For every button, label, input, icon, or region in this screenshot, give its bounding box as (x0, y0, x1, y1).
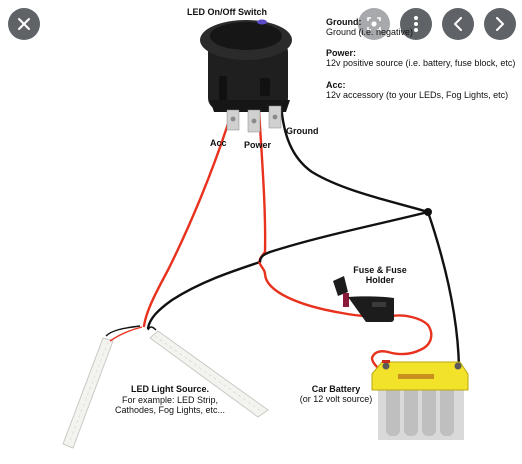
led-source-line1: For example: LED Strip, (121, 395, 219, 405)
legend-acc-desc: 12v accessory (to your LEDs, Fog Lights,… (326, 90, 509, 100)
legend-power-desc: 12v positive source (i.e. battery, fuse … (326, 58, 516, 68)
terminal-acc-label: Acc (210, 138, 227, 148)
wire-crossing (258, 250, 271, 263)
chevron-right-icon (496, 17, 505, 31)
fuse-holder (333, 276, 394, 322)
legend-power-heading: Power: (326, 48, 357, 58)
legend-ground-heading: Ground: (326, 17, 362, 27)
close-button[interactable] (8, 8, 40, 40)
legend-ground-desc: Ground (i.e. negative) (326, 27, 414, 37)
led-strip-left (62, 337, 114, 449)
previous-button[interactable] (442, 8, 474, 40)
terminal-power-label: Power (244, 140, 272, 150)
led-source-title: LED Light Source. (130, 384, 209, 394)
battery-title: Car Battery (311, 384, 361, 394)
terminal-ground-label: Ground (286, 126, 319, 136)
switch-illustration (200, 19, 292, 133)
battery-subtitle: (or 12 volt source) (299, 394, 373, 404)
chevron-left-icon (453, 17, 462, 31)
more-options-button[interactable] (400, 8, 432, 40)
switch-title: LED On/Off Switch (187, 7, 267, 17)
close-icon (18, 18, 30, 30)
red-wires (142, 106, 433, 372)
next-button[interactable] (484, 8, 516, 40)
led-strip-right (149, 330, 269, 418)
led-leads (105, 325, 157, 342)
legend-acc-heading: Acc: (326, 80, 346, 90)
lens-button[interactable] (358, 8, 390, 40)
more-vert-icon (414, 16, 418, 32)
led-source-line2: Cathodes, Fog Lights, etc... (114, 405, 226, 415)
lens-icon (367, 17, 381, 31)
fuse-label-line2: Holder (365, 275, 395, 285)
battery-illustration (371, 360, 469, 440)
junction-dot (424, 208, 432, 216)
black-wires (146, 101, 461, 370)
fuse-label-line1: Fuse & Fuse (353, 265, 407, 275)
